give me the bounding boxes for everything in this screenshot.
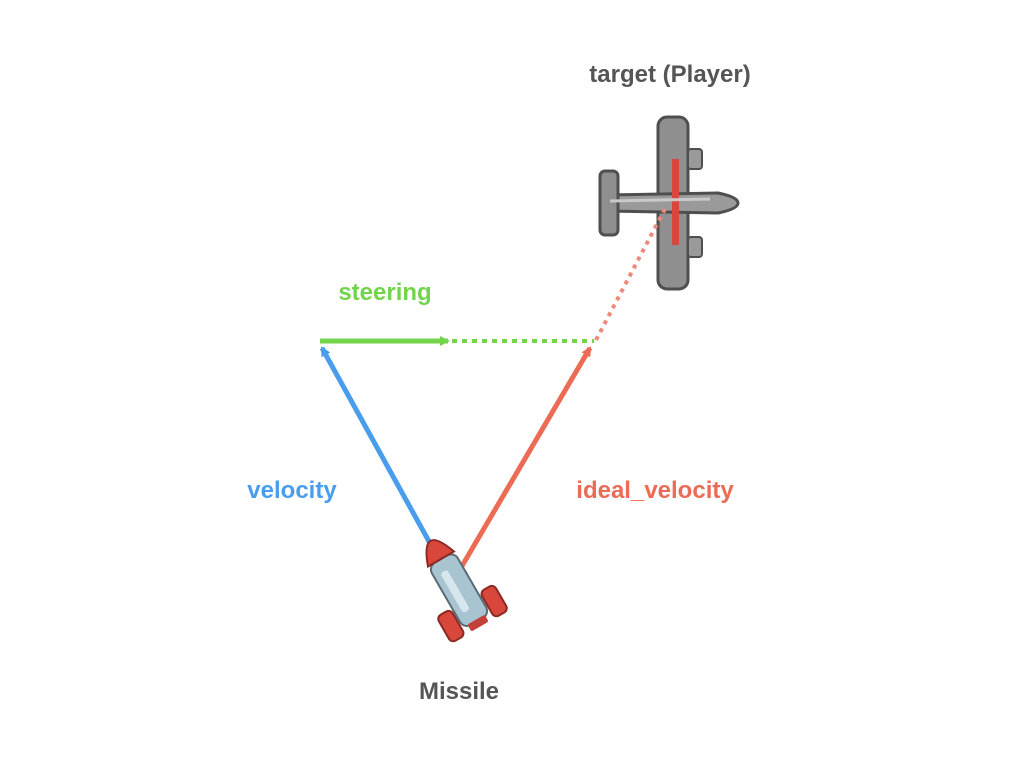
ideal-velocity-label: ideal_velocity	[576, 477, 734, 504]
steering-label: steering	[338, 279, 431, 306]
ideal-velocity-arrow	[449, 346, 593, 585]
airplane-icon	[598, 115, 740, 291]
missile-label: Missile	[419, 678, 499, 705]
velocity-label: velocity	[247, 477, 337, 504]
target-direction-dotted-line	[594, 204, 669, 341]
target-label: target (Player)	[589, 61, 750, 88]
rocket-icon	[425, 539, 508, 643]
